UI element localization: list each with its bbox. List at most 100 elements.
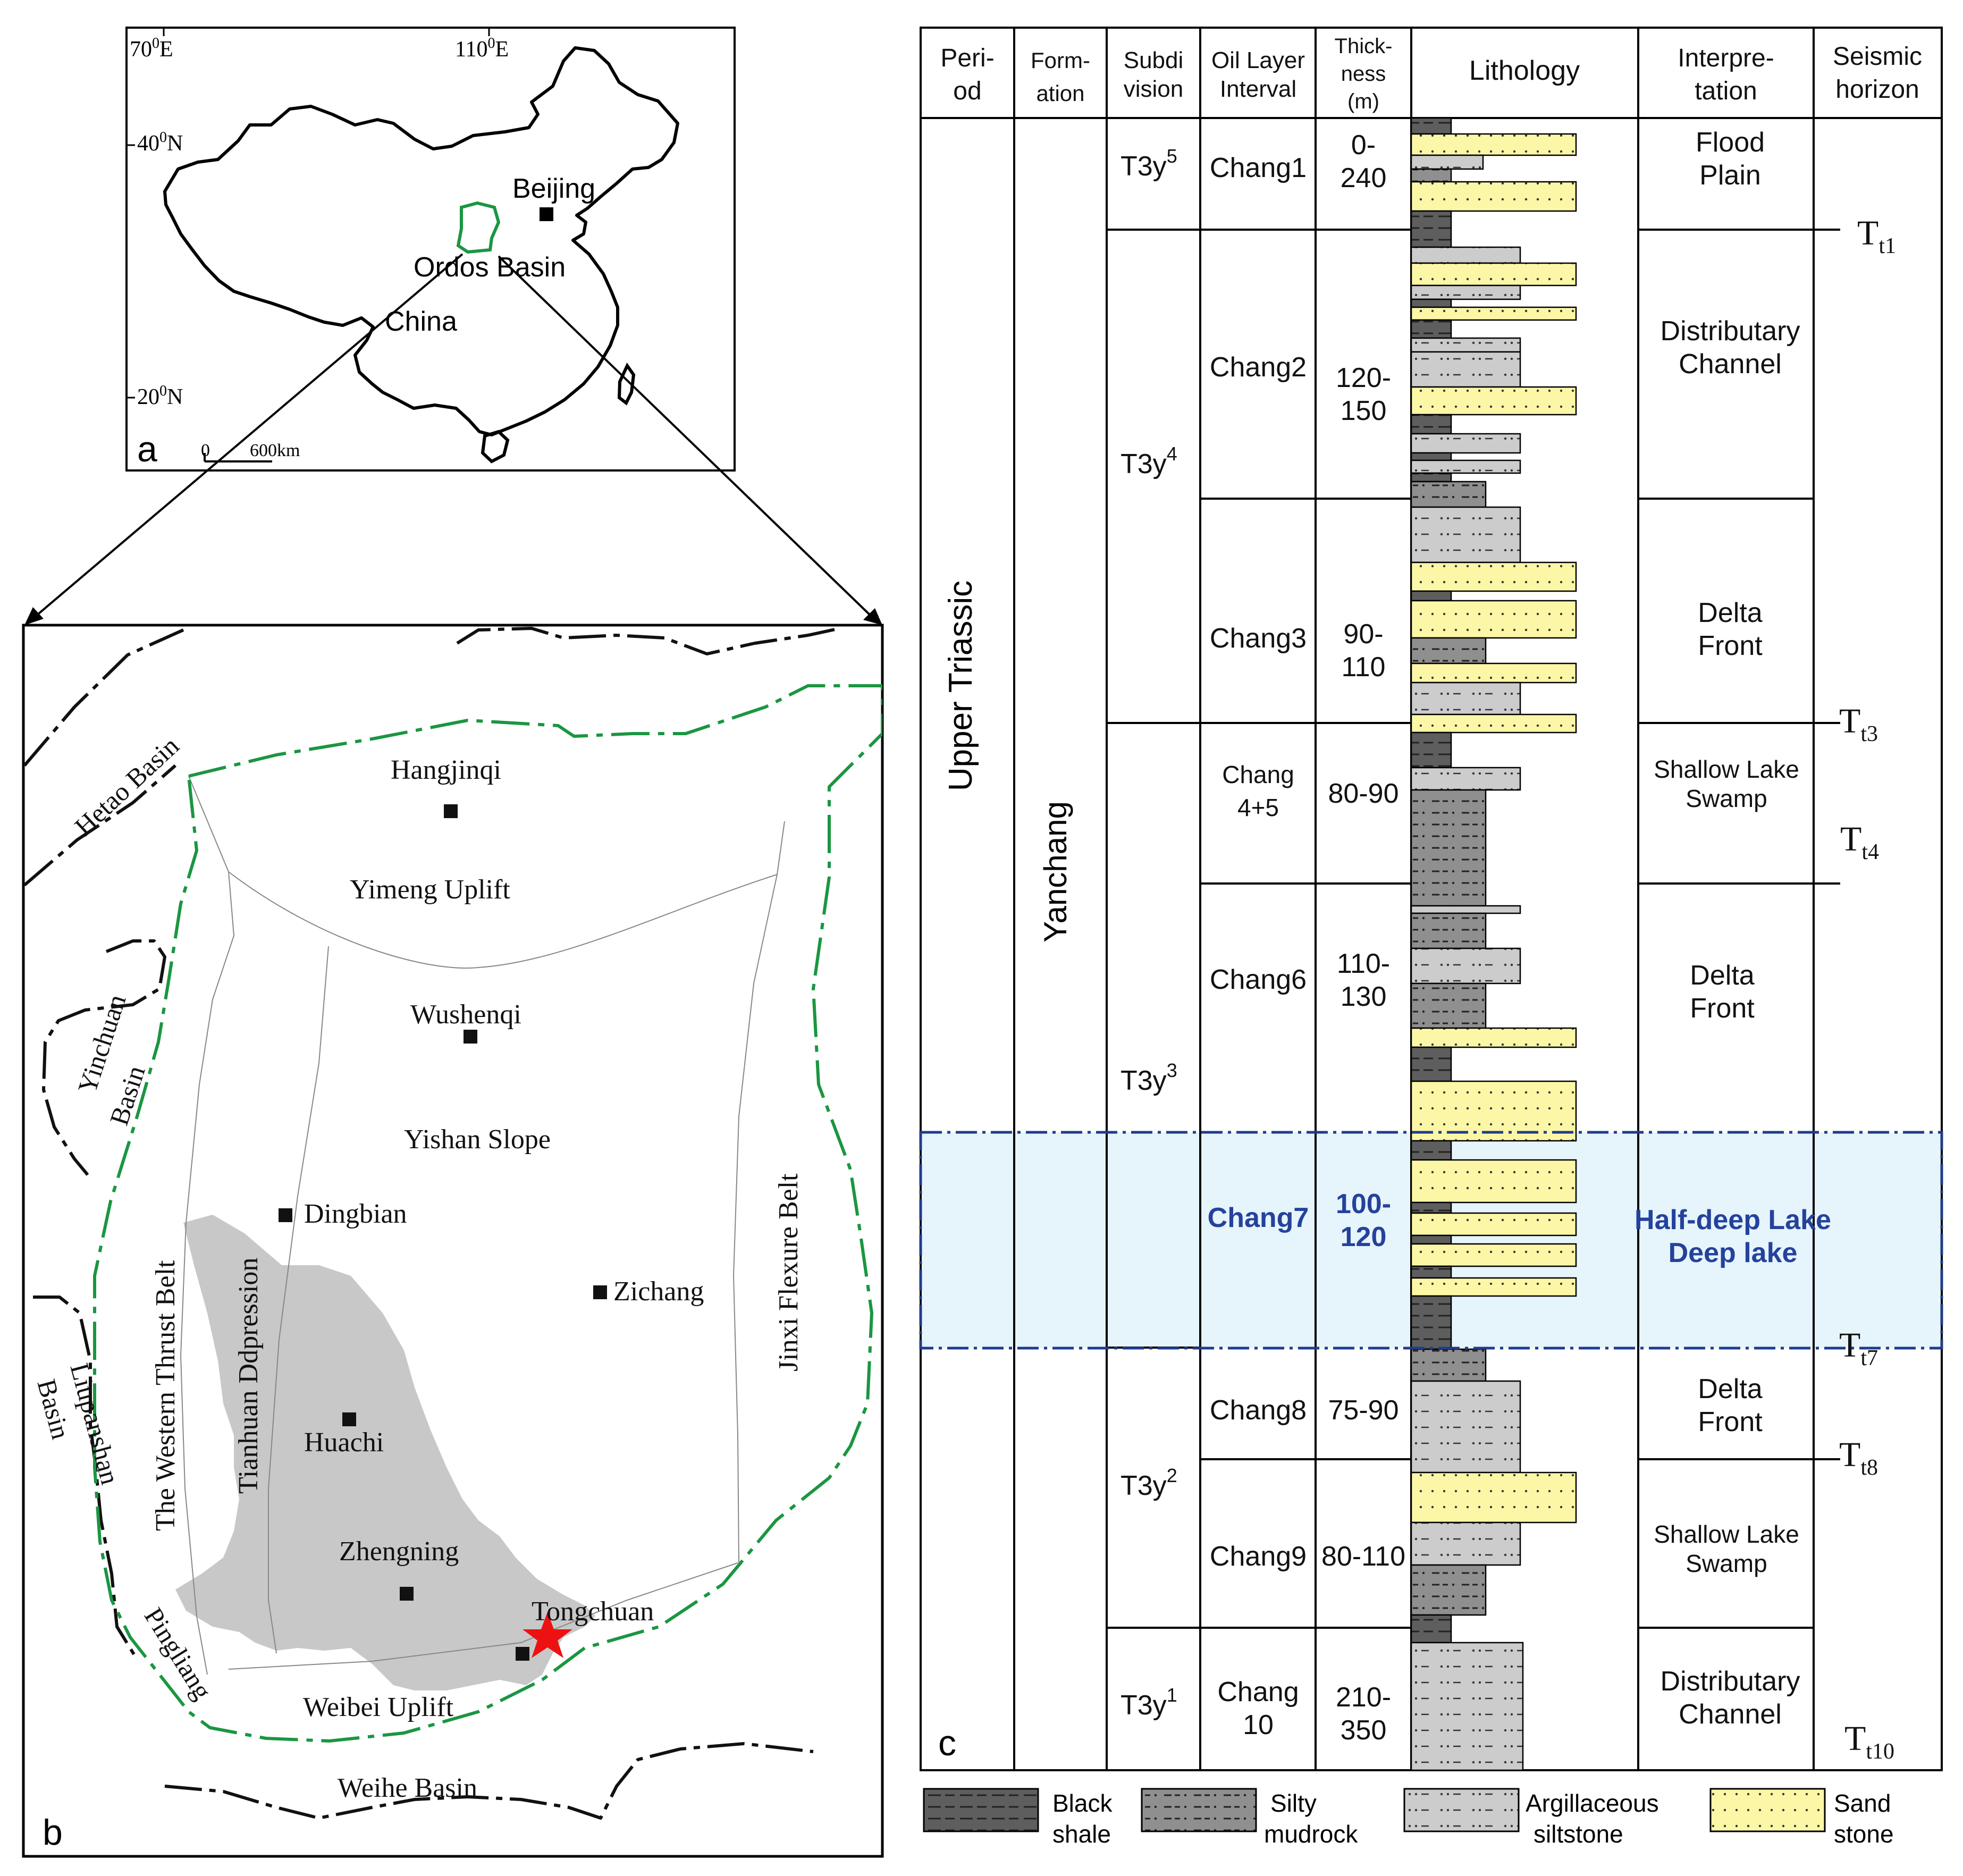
header-thickness-line3: (m) xyxy=(1347,90,1379,113)
scale-zero-label: 0 xyxy=(201,441,210,460)
interp-delta-front-2-line1: Delta xyxy=(1690,960,1754,991)
interp-shallow-lake-2-line2: Swamp xyxy=(1686,1550,1767,1577)
jinxi-flexure-boundary xyxy=(732,821,785,1563)
litho-layer-black-shale xyxy=(1410,117,1452,135)
thickness-chang3-line1: 90- xyxy=(1343,619,1383,650)
litho-layer-black-shale xyxy=(1410,414,1452,435)
panel-b-letter: b xyxy=(43,1812,63,1853)
yimeng-uplift-label: Yimeng Uplift xyxy=(350,874,510,905)
litho-layer-sandstone xyxy=(1410,600,1577,639)
connector-left-line xyxy=(34,253,464,618)
litho-layer-silty-mudrock xyxy=(1410,982,1487,1029)
lon-label-110: 1100E xyxy=(455,35,509,62)
litho-layer-argillaceous-siltstone xyxy=(1410,947,1521,985)
yimeng-uplift-boundary xyxy=(228,871,778,969)
zhengning-marker xyxy=(400,1587,414,1601)
weibei-uplift-boundary xyxy=(228,1562,738,1670)
litho-layer-silty-mudrock xyxy=(1410,1348,1487,1382)
litho-layer-black-shale xyxy=(1410,1265,1452,1279)
thickness-chang9: 80-110 xyxy=(1321,1541,1405,1572)
litho-layer-argillaceous-siltstone xyxy=(1410,767,1521,791)
legend-silty-mudrock-line2: mudrock xyxy=(1264,1820,1358,1848)
litho-layer-sandstone xyxy=(1410,306,1577,321)
tongchuan-label: Tongchuan xyxy=(532,1596,654,1627)
litho-layer-sandstone xyxy=(1410,1277,1577,1297)
litho-layer-argillaceous-siltstone xyxy=(1410,246,1521,264)
thickness-chang45: 80-90 xyxy=(1328,778,1399,809)
litho-layer-sandstone xyxy=(1410,1471,1577,1524)
legend-swatch-silty-mudrock xyxy=(1141,1788,1257,1832)
litho-layer-silty-mudrock xyxy=(1410,481,1487,508)
litho-layer-black-shale xyxy=(1410,1614,1452,1644)
subdivision-t3y1: T3y1 xyxy=(1120,1684,1177,1721)
litho-layer-sandstone xyxy=(1410,1243,1577,1267)
western-thrust-boundary xyxy=(180,776,235,1675)
litho-layer-black-shale xyxy=(1410,590,1452,602)
panel-b-structural-map: Hetao Basin Hangjinqi Yimeng Uplift Yinc… xyxy=(22,624,884,1858)
interp-deep-lake: Deep lake xyxy=(1669,1238,1798,1268)
study-location-star xyxy=(523,1612,572,1658)
horizon-t10: Tt10 xyxy=(1844,1719,1894,1764)
panel-c-stratigraphic-column: Peri- od Form- ation Subdi vision Oil La… xyxy=(919,27,1943,1771)
header-formation-line2: ation xyxy=(1036,81,1084,106)
tongchuan-marker xyxy=(516,1647,529,1661)
weihe-basin-boundary xyxy=(164,1742,814,1820)
hangjinqi-marker xyxy=(444,804,458,818)
litho-layer-argillaceous-siltstone xyxy=(1410,459,1521,474)
panel-a-location-map: 700E 1100E 400N 200N Beijing Ordos Basin… xyxy=(125,27,736,472)
litho-layer-argillaceous-siltstone xyxy=(1410,1521,1521,1566)
weibei-uplift-label: Weibei Uplift xyxy=(303,1692,454,1722)
interp-shallow-lake-1-line1: Shallow Lake xyxy=(1654,755,1799,783)
litho-layer-black-shale xyxy=(1410,298,1452,308)
dingbian-label: Dingbian xyxy=(304,1199,407,1229)
litho-layer-black-shale xyxy=(1410,1295,1452,1350)
wushenqi-marker xyxy=(464,1030,477,1044)
tianhuan-depression-boundary xyxy=(268,946,329,1654)
panel-a-letter: a xyxy=(137,429,157,469)
hainan-island xyxy=(481,430,510,464)
horizon-t4: Tt4 xyxy=(1840,820,1879,864)
formation-label: Yanchang xyxy=(1038,801,1073,943)
litho-layer-black-shale xyxy=(1410,1046,1452,1082)
interp-delta-front-1-line1: Delta xyxy=(1698,598,1762,628)
ordos-basin-outline xyxy=(93,684,882,1743)
litho-layer-black-shale xyxy=(1410,1234,1452,1245)
interp-distributary-line2: Channel xyxy=(1679,349,1782,380)
header-seismic-line1: Seismic xyxy=(1833,43,1922,71)
litho-layer-silty-mudrock xyxy=(1410,168,1452,183)
weihe-basin-label: Weihe Basin xyxy=(338,1773,477,1803)
header-interpretation-line1: Interpre- xyxy=(1678,44,1774,72)
lon-label-70: 700E xyxy=(130,35,173,62)
horizon-t8: Tt8 xyxy=(1839,1435,1878,1480)
legend-sandstone-line1: Sand xyxy=(1834,1789,1891,1817)
litho-layer-argillaceous-siltstone xyxy=(1410,905,1521,914)
huachi-label: Huachi xyxy=(304,1427,384,1458)
northern-boundary xyxy=(456,627,840,655)
thickness-chang3-line2: 110 xyxy=(1342,652,1386,683)
litho-layer-black-shale xyxy=(1410,1201,1452,1214)
litho-layer-sandstone xyxy=(1410,713,1577,734)
legend-argillaceous-line2: siltstone xyxy=(1534,1820,1623,1848)
litho-layer-black-shale xyxy=(1410,472,1452,483)
jinxi-flexure-label: Jinxi Flexure Belt xyxy=(773,1173,804,1372)
lat-label-20: 200N xyxy=(137,383,183,409)
interval-labels: Chang1 Chang2 Chang3 Chang 4+5 Chang6 Ch… xyxy=(1208,153,1309,1740)
interp-delta-front-1-line2: Front xyxy=(1698,630,1763,661)
thickness-chang7-line2: 120 xyxy=(1341,1222,1387,1252)
huachi-marker xyxy=(342,1412,356,1426)
interval-chang3: Chang3 xyxy=(1210,623,1307,654)
panel-c-letter: c xyxy=(938,1723,956,1763)
litho-layer-argillaceous-siltstone xyxy=(1410,682,1521,716)
header-subdivision-line1: Subdi xyxy=(1124,47,1184,73)
panel-a-frame xyxy=(125,27,736,472)
period-label: Upper Triassic xyxy=(942,581,979,791)
internal-boundaries xyxy=(180,776,785,1675)
header-period-line1: Peri- xyxy=(940,44,994,72)
interp-shallow-lake-1-line2: Swamp xyxy=(1686,785,1767,812)
taiwan-island xyxy=(617,363,636,406)
legend-swatch-black-shale xyxy=(923,1788,1039,1832)
horizon-t7: Tt7 xyxy=(1839,1326,1878,1370)
interval-chang7: Chang7 xyxy=(1208,1202,1309,1233)
seismic-horizon-labels: Tt1 Tt3 Tt4 Tt7 Tt8 Tt10 xyxy=(1839,214,1896,1764)
subdivision-t3y2: T3y2 xyxy=(1120,1465,1177,1501)
